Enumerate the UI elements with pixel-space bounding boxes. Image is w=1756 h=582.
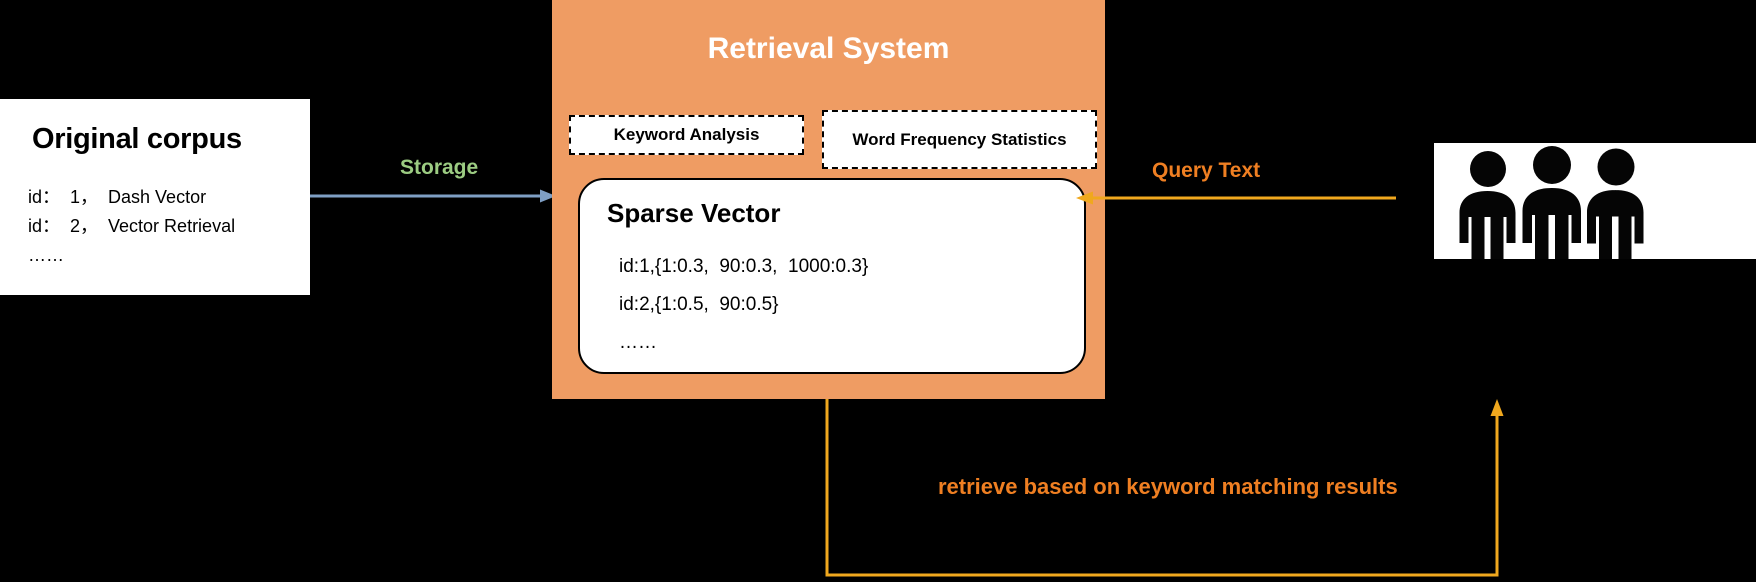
corpus-line: …… (28, 245, 64, 265)
query-text-label: Query Text (1152, 159, 1261, 182)
word-frequency-statistics-box[interactable]: Word Frequency Statistics (822, 110, 1097, 169)
corpus-line: id： 1， Dash Vector (28, 187, 207, 207)
keyword-analysis-label: Keyword Analysis (613, 125, 760, 144)
word-frequency-statistics-label: Word Frequency Statistics (852, 129, 1067, 149)
corpus-line: id： 2， Vector Retrieval (28, 216, 236, 236)
query-text-arrow (1076, 191, 1396, 205)
three-people-icon (1459, 146, 1644, 259)
sparse-vector-line: …… (619, 332, 657, 353)
retrieve-results-arrow (825, 399, 1504, 577)
storage-label: Storage (400, 156, 479, 179)
retrieval-system-title: Retrieval System (707, 32, 950, 65)
sparse-vector-lines: id:1,{1:0.3, 90:0.3, 1000:0.3} id:2,{1:0… (619, 248, 1069, 362)
retrieval-system-panel: Retrieval System Keyword Analysis Word F… (552, 0, 1105, 399)
original-corpus-card: Original corpus id： 1， Dash Vector id： 2… (0, 99, 310, 295)
retrieve-results-label: retrieve based on keyword matching resul… (938, 474, 1398, 499)
keyword-analysis-box[interactable]: Keyword Analysis (569, 115, 804, 155)
users-card (1434, 143, 1756, 259)
sparse-vector-line: id:1,{1:0.3, 90:0.3, 1000:0.3} (619, 256, 869, 277)
sparse-vector-title: Sparse Vector (607, 198, 781, 228)
storage-arrow (310, 189, 556, 203)
original-corpus-lines: id： 1， Dash Vector id： 2， Vector Retriev… (28, 183, 298, 270)
sparse-vector-box: Sparse Vector id:1,{1:0.3, 90:0.3, 1000:… (578, 178, 1086, 374)
original-corpus-title: Original corpus (32, 123, 242, 155)
sparse-vector-line: id:2,{1:0.5, 90:0.5} (619, 294, 779, 315)
